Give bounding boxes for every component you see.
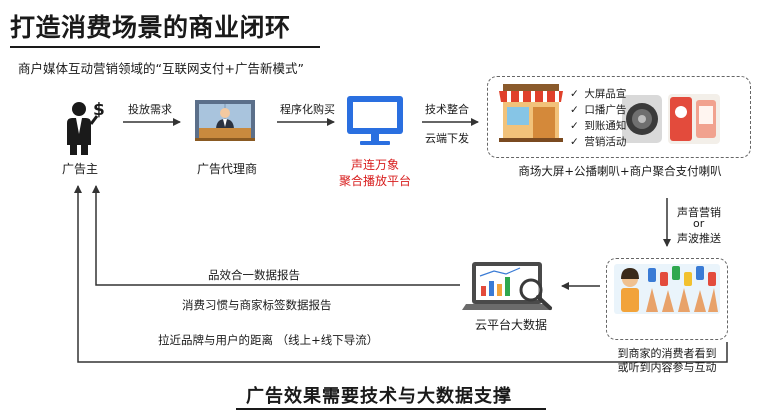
- report-label-2: 消费习惯与商家标签数据报告: [182, 298, 332, 312]
- bottom-title: 广告效果需要技术与大数据支撑: [246, 386, 512, 407]
- speaker-icon: [622, 95, 662, 143]
- check-icon: ✓: [570, 104, 579, 116]
- node-merchant-label: 商场大屏+公播喇叭+商户聚合支付喇叭: [518, 164, 722, 178]
- node-agency-label: 广告代理商: [196, 162, 257, 176]
- arrow-label-or: or: [693, 217, 705, 230]
- arrow-report-outer: [74, 185, 728, 363]
- arrow-report-1: [92, 185, 460, 286]
- page-subtitle: 商户媒体互动营销领域的“互联网支付+广告新模式”: [18, 61, 304, 76]
- page-title: 打造消费场景的商业闭环: [10, 13, 291, 42]
- title-underline: [10, 46, 320, 48]
- monitor-icon: [347, 96, 403, 145]
- check-icon: ✓: [570, 136, 579, 148]
- check-icon: ✓: [570, 88, 579, 100]
- consumer-frame: [606, 258, 728, 340]
- arrow-label-cloud-dispatch: 云端下发: [425, 132, 469, 145]
- agency-office-icon: [195, 100, 255, 141]
- node-platform-line1: 声连万象: [350, 158, 399, 172]
- storefront-icon: [499, 84, 563, 142]
- bottom-title-underline: [236, 408, 546, 410]
- node-advertiser-label: 广告主: [61, 162, 98, 176]
- check-icon: ✓: [570, 120, 579, 132]
- arrow-label-sonic-push: 声波推送: [677, 232, 721, 245]
- arrow-label-tech-integration: 技术整合: [425, 103, 469, 116]
- report-label-1: 品效合一数据报告: [208, 268, 300, 282]
- feature-item: ✓ 口播广告: [570, 104, 627, 116]
- feature-item: ✓ 到账通知: [570, 120, 627, 132]
- node-platform-line2: 聚合播放平台: [338, 174, 411, 188]
- node-consumer-line1: 到商家的消费者看到: [617, 347, 717, 360]
- consumers-icon: [614, 264, 720, 314]
- merchant-devices-frame: [487, 76, 751, 158]
- arrow-label-programmatic: 程序化购买: [280, 103, 335, 116]
- node-consumer-line2: 或听到内容参与互动: [617, 361, 717, 374]
- svg-text:$: $: [93, 100, 105, 120]
- node-cloud-label: 云平台大数据: [474, 318, 547, 332]
- arrow-label-demand: 投放需求: [128, 103, 172, 116]
- feature-item: ✓ 营销活动: [570, 136, 627, 148]
- arrow-label-sound-marketing: 声音营销: [677, 206, 721, 219]
- laptop-analytics-icon: [462, 262, 552, 310]
- feature-list: ✓ 大屏品宣 ✓ 口播广告 ✓ 到账通知 ✓ 营销活动: [570, 86, 626, 150]
- report-label-3: 拉近品牌与用户的距离 （线上+线下导流）: [158, 333, 379, 347]
- businessman-icon: $: [67, 100, 105, 155]
- feature-item: ✓ 大屏品宣: [570, 88, 627, 100]
- payment-device-icon: [668, 94, 720, 144]
